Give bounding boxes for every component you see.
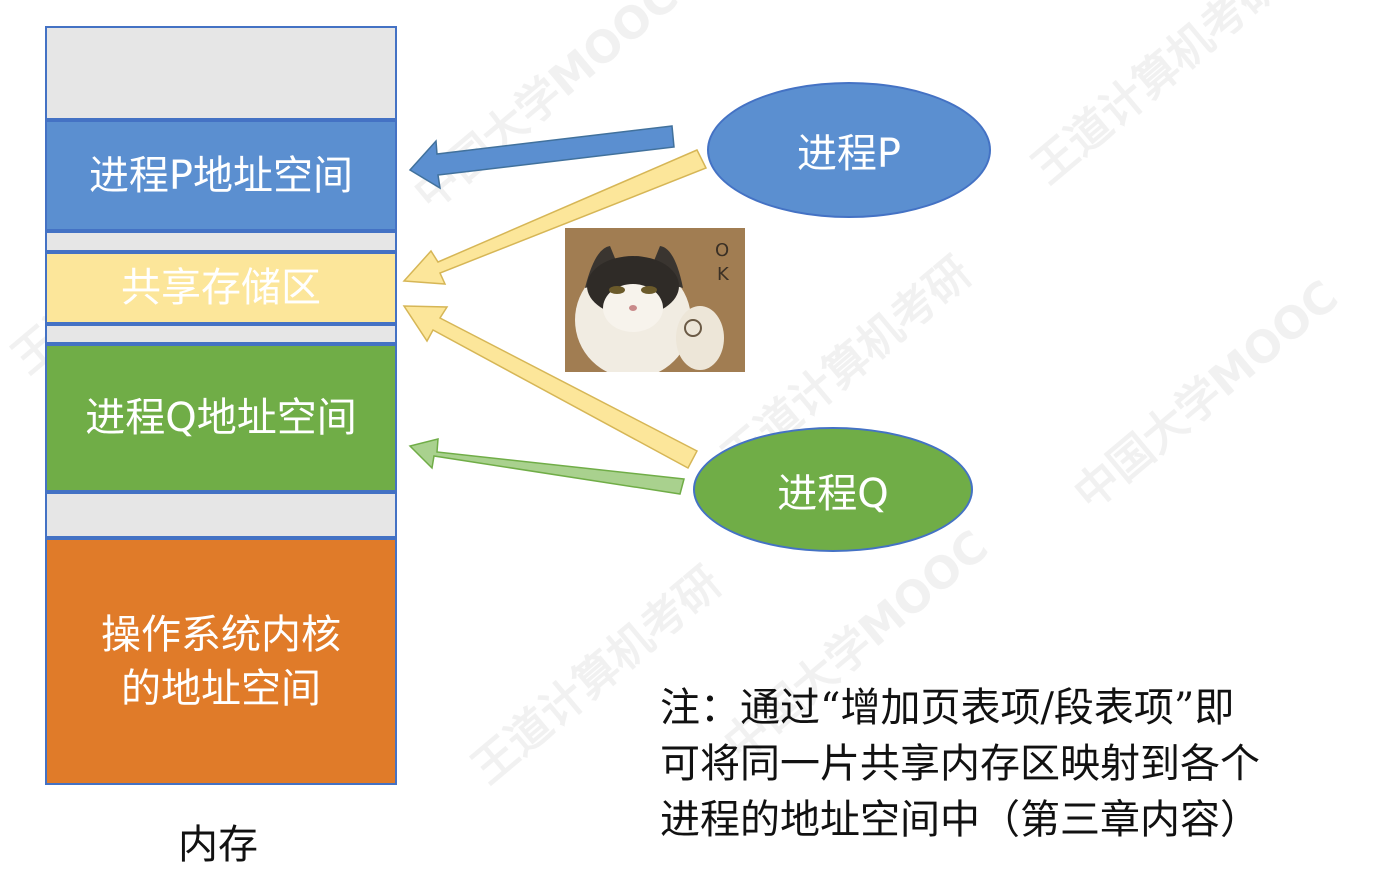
cat-ok-image: O K xyxy=(565,228,745,372)
process-q-address-space: 进程Q地址空间 xyxy=(45,344,397,492)
process-p-label: 进程P xyxy=(796,131,902,177)
memory-gap-3 xyxy=(45,492,397,538)
svg-text:O: O xyxy=(715,240,729,261)
shared-memory-region: 共享存储区 xyxy=(45,252,397,324)
kernel-address-space: 操作系统内核 的地址空间 xyxy=(45,538,397,785)
arrow-q-to-shared xyxy=(402,305,699,470)
note-line-1: 注：通过“增加页表项/段表项”即 xyxy=(660,685,1235,731)
note-line-3: 进程的地址空间中（第三章内容） xyxy=(660,797,1260,843)
svg-text:K: K xyxy=(717,264,730,285)
process-p-address-space: 进程P地址空间 xyxy=(45,120,397,231)
arrow-p-to-shared xyxy=(402,149,708,285)
arrow-q-to-q-space xyxy=(408,438,685,495)
arrow-p-to-p-space xyxy=(408,125,675,190)
memory-column: 进程P地址空间 共享存储区 进程Q地址空间 操作系统内核 的地址空间 xyxy=(45,26,397,785)
memory-label: 内存 xyxy=(178,822,258,868)
process-q-ellipse: 进程Q xyxy=(693,427,973,552)
memory-gap-top xyxy=(45,26,397,120)
memory-gap-1 xyxy=(45,231,397,252)
memory-gap-2 xyxy=(45,324,397,344)
note-line-2: 可将同一片共享内存区映射到各个 xyxy=(660,741,1260,787)
note-text: 注：通过“增加页表项/段表项”即 可将同一片共享内存区映射到各个 进程的地址空间… xyxy=(660,680,1380,848)
process-p-ellipse: 进程P xyxy=(707,82,991,218)
process-q-label: 进程Q xyxy=(777,470,889,517)
